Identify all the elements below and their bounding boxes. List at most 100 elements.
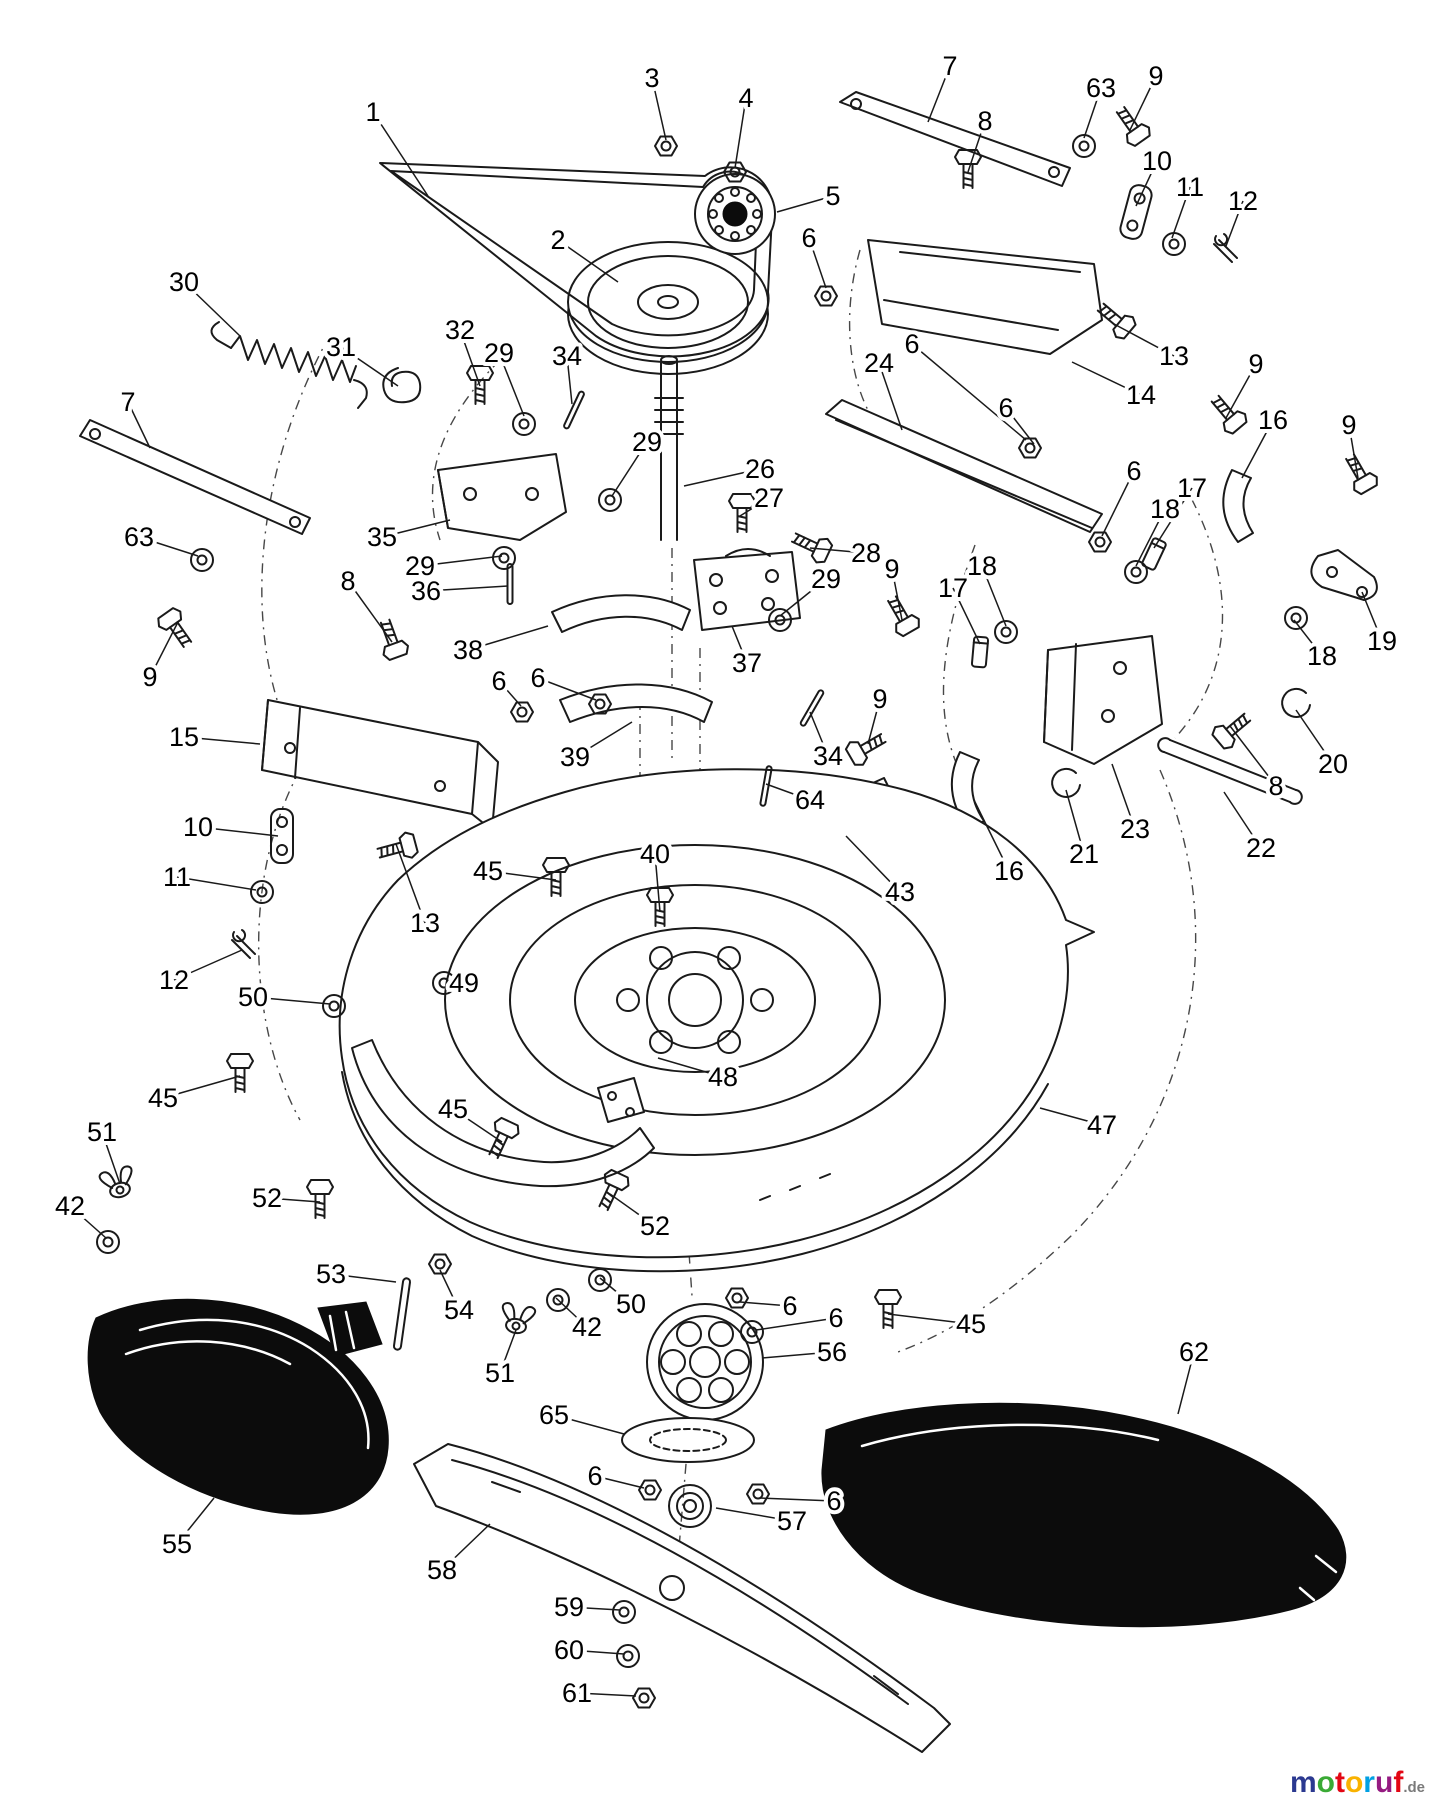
callout-5: 5 — [825, 181, 840, 211]
callout-leader-9 — [1129, 75, 1157, 131]
callout-11: 11 — [1176, 172, 1204, 202]
callout-30: 30 — [169, 267, 199, 297]
callout-40: 40 — [640, 839, 670, 869]
bolt-glyph — [728, 493, 756, 533]
callout-leader-6 — [755, 1317, 837, 1331]
callout-24: 24 — [864, 348, 894, 378]
washer-glyph — [588, 1268, 612, 1292]
nut-glyph — [1088, 531, 1112, 553]
callout-leader-36 — [425, 585, 509, 592]
callout-6: 6 — [587, 1461, 602, 1491]
callout-leader-29 — [779, 578, 827, 617]
callout-leader-43 — [845, 835, 901, 893]
callout-leader-14 — [1071, 361, 1142, 396]
bolt-glyph — [488, 1116, 520, 1160]
spacer-glyph — [970, 635, 990, 669]
callout-4: 4 — [738, 83, 753, 113]
washer-glyph — [96, 1230, 120, 1254]
watermark-letter: o — [1344, 1766, 1364, 1799]
callout-17: 17 — [938, 573, 968, 603]
callout-leader-59 — [568, 1606, 621, 1611]
callout-32: 32 — [445, 315, 475, 345]
left-channel-bracket — [261, 699, 479, 815]
callout-leader-61 — [576, 1692, 637, 1697]
spindle-assembly — [621, 1303, 764, 1463]
callout-leader-65 — [553, 1414, 625, 1435]
callout-leader-3 — [651, 77, 667, 141]
callout-13: 13 — [410, 908, 440, 938]
bolt-glyph — [1345, 453, 1378, 496]
callout-leader-53 — [330, 1273, 397, 1283]
watermark-domain-suffix: .de — [1403, 1779, 1425, 1796]
callout-leader-16 — [1241, 419, 1274, 479]
callout-61: 61 — [562, 1678, 592, 1708]
spindle-shaft — [654, 361, 684, 541]
washer-glyph — [190, 548, 214, 572]
ring-glyph — [1051, 767, 1081, 798]
callout-17: 17 — [1177, 473, 1207, 503]
callout-6: 6 — [826, 1486, 841, 1516]
callout-leader-18 — [1293, 619, 1323, 657]
wear-strap-upper — [551, 594, 691, 633]
callout-6: 6 — [998, 393, 1013, 423]
callout-leader-38 — [467, 625, 549, 651]
callout-19: 19 — [1367, 626, 1397, 656]
callout-9: 9 — [142, 662, 157, 692]
callout-6: 6 — [801, 223, 816, 253]
callout-leader-9 — [867, 698, 881, 745]
belt-pulley-assembly — [379, 162, 776, 541]
callout-10: 10 — [183, 812, 213, 842]
bolt-glyph — [1115, 106, 1151, 147]
bolt-glyph — [874, 1289, 902, 1329]
callout-9: 9 — [872, 684, 887, 714]
bolt-glyph — [887, 595, 920, 638]
callout-34: 34 — [552, 341, 582, 371]
callout-leader-22 — [1223, 791, 1262, 849]
bars-and-brackets — [79, 91, 1103, 831]
callout-18: 18 — [1307, 641, 1337, 671]
callout-45: 45 — [148, 1083, 178, 1113]
bolt-glyph — [844, 733, 887, 766]
callout-20: 20 — [1318, 749, 1348, 779]
extension-spring — [230, 335, 357, 383]
callout-18: 18 — [967, 551, 997, 581]
callout-leader-23 — [1111, 763, 1136, 830]
callout-51: 51 — [485, 1358, 515, 1388]
nut-glyph — [654, 135, 678, 157]
rod-glyph — [392, 1277, 412, 1351]
watermark-brand: motoruf — [1290, 1766, 1403, 1799]
washer-glyph — [1284, 606, 1308, 630]
callout-28: 28 — [851, 538, 881, 568]
callout-8: 8 — [340, 566, 355, 596]
callout-63: 63 — [1086, 73, 1116, 103]
torsion-spring — [382, 367, 422, 404]
callout-leader-58 — [441, 1523, 491, 1571]
motoruf-watermark[interactable]: motoruf.de — [1290, 1768, 1425, 1798]
callout-27: 27 — [754, 483, 784, 513]
callout-leader-1 — [372, 111, 429, 197]
callout-64: 64 — [795, 785, 825, 815]
cover-body — [821, 1402, 1347, 1628]
callout-52: 52 — [252, 1183, 282, 1213]
nut-glyph — [814, 285, 838, 307]
callout-42: 42 — [55, 1191, 85, 1221]
callout-leader-9 — [1348, 424, 1359, 479]
callout-35: 35 — [367, 522, 397, 552]
bolt-glyph — [466, 365, 494, 405]
bolt-glyph — [379, 618, 409, 661]
callout-2: 2 — [550, 225, 565, 255]
callout-6: 6 — [904, 329, 919, 359]
callout-leader-55 — [176, 1497, 215, 1545]
callout-50: 50 — [616, 1289, 646, 1319]
mower-blade — [413, 1443, 951, 1753]
washer-glyph — [546, 1288, 570, 1312]
callout-leader-50 — [252, 996, 331, 1005]
callout-leader-18 — [981, 565, 1007, 627]
callout-26: 26 — [745, 454, 775, 484]
callout-34: 34 — [813, 741, 843, 771]
callout-63: 63 — [124, 522, 154, 552]
callout-leader-18 — [1135, 508, 1166, 567]
plate-glyph — [1119, 184, 1153, 240]
callout-18: 18 — [1150, 494, 1180, 524]
callout-leader-62 — [1177, 1351, 1195, 1415]
